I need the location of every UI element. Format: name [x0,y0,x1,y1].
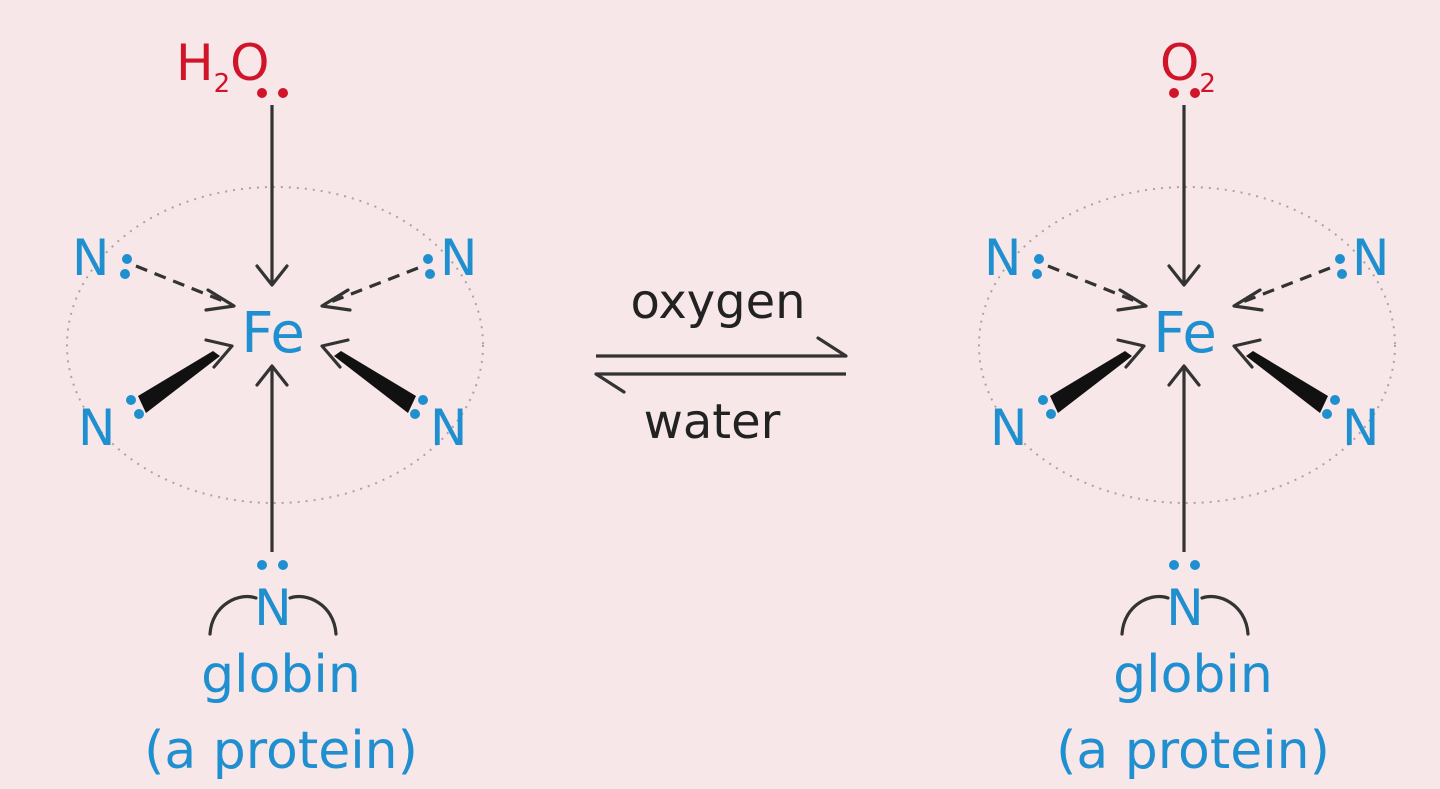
reverse-half-arrowhead [594,372,626,394]
right-lone-pair-dot [1322,409,1332,419]
right-lone-pair-dot [1190,560,1200,570]
right-ligand-lone-pair-dot [1169,88,1179,98]
right-axial-arrowhead [1167,364,1201,387]
left-ligand-label: H2O [176,34,270,99]
right-lone-pair-dot [1046,409,1056,419]
left-dashed-bond-upper-left [135,264,229,305]
left-nitrogen-upper-left: N [72,229,109,287]
left-lone-pair-dot [410,409,420,419]
left-protein-note: (a protein) [144,721,418,781]
equilibrium-arrows: oxygen water [594,274,848,450]
right-ligand-arrowhead [1167,264,1201,287]
left-ligand-arrowhead [255,264,289,287]
right-nitrogen-lower-left: N [990,399,1027,457]
left-protein-name: globin [201,645,361,705]
right-ligand-lone-pair-dot [1190,88,1200,98]
right-lone-pair-dot [1034,254,1044,264]
right-lone-pair-dot [1169,560,1179,570]
left-arrowhead [204,288,236,312]
right-arrowhead [1232,288,1264,312]
right-arrowhead [1116,288,1148,312]
right-protein-chain-right [1200,595,1250,636]
right-porphyrin-ring [978,186,1396,504]
left-lone-pair-dot [425,269,435,279]
left-protein-chain-right [288,595,338,636]
left-nitrogen-lower-right: N [430,399,467,457]
right-protein-chain-left [1120,595,1170,636]
right-nitrogen-axial: N [1166,579,1203,637]
right-arrowhead [1116,338,1146,369]
right-nitrogen-upper-right: N [1352,229,1389,287]
forward-half-arrowhead [816,336,848,358]
left-lone-pair-dot [120,269,130,279]
left-porphyrin-ring [66,186,484,504]
right-lone-pair-dot [1330,395,1340,405]
right-nitrogen-upper-left: N [984,229,1021,287]
left-wedge-bond-lower-right [334,351,416,413]
right-nitrogen-lower-right: N [1342,399,1379,457]
right-lone-pair-dot [1335,254,1345,264]
left-dashed-bond-upper-right [327,266,419,305]
right-dashed-bond-upper-left [1047,264,1141,305]
left-arrowhead [320,338,350,369]
left-axial-arrowhead [255,364,289,387]
right-complex: O2 Fe N N N N N globin (a prot [978,34,1396,781]
right-protein-name: globin [1113,645,1273,705]
right-lone-pair-dot [1038,395,1048,405]
forward-label: oxygen [630,274,805,330]
left-lone-pair-dot [134,409,144,419]
right-arrowhead [1232,338,1262,369]
left-nitrogen-lower-left: N [78,399,115,457]
right-lone-pair-dot [1337,269,1347,279]
left-iron-label: Fe [241,301,305,366]
right-iron-label: Fe [1153,301,1217,366]
left-nitrogen-upper-right: N [440,229,477,287]
left-lone-pair-dot [278,560,288,570]
left-protein-chain-left [208,595,258,636]
right-ligand-label: O2 [1160,34,1216,99]
left-lone-pair-dot [126,395,136,405]
right-dashed-bond-upper-right [1239,266,1331,305]
left-arrowhead [320,288,352,312]
left-lone-pair-dot [257,560,267,570]
right-lone-pair-dot [1032,269,1042,279]
left-complex: H2O Fe N N N N [66,34,484,781]
left-lone-pair-dot [418,395,428,405]
left-lone-pair-dot [122,254,132,264]
left-lone-pair-dot [423,254,433,264]
left-arrowhead [204,338,234,369]
right-wedge-bond-lower-left [1050,351,1132,413]
left-wedge-bond-lower-left [138,351,220,413]
reverse-label: water [644,394,781,450]
left-ligand-lone-pair-dot [257,88,267,98]
left-ligand-lone-pair-dot [278,88,288,98]
right-protein-note: (a protein) [1056,721,1330,781]
right-wedge-bond-lower-right [1246,351,1328,413]
left-nitrogen-axial: N [254,579,291,637]
